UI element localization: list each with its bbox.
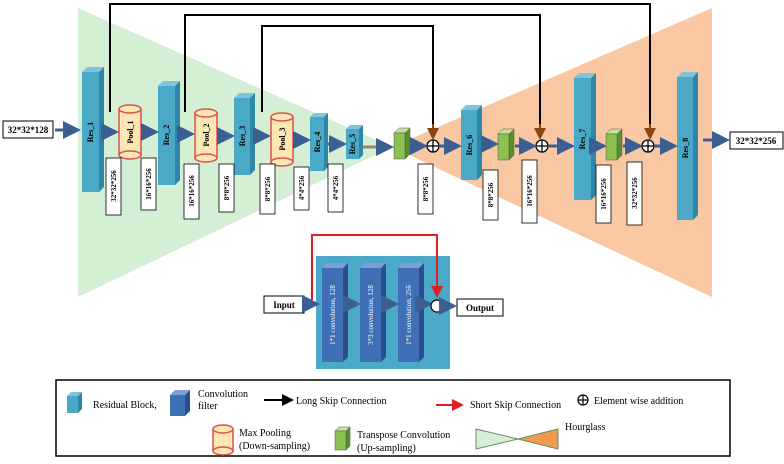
svg-text:Res_4: Res_4 bbox=[313, 132, 322, 152]
legend-conv-icon bbox=[170, 390, 190, 416]
legend-pool-label-1: Max Pooling bbox=[239, 428, 291, 439]
input-shape-label: 32*32*128 bbox=[8, 125, 49, 135]
svg-text:Pool_2: Pool_2 bbox=[202, 123, 211, 146]
res-block-3: Res_3 bbox=[234, 93, 255, 175]
res-block-1: Res_1 bbox=[82, 67, 104, 192]
legend-transpose-label-2: (Up-sampling) bbox=[357, 443, 416, 454]
conv-block-1: 1*1 convolution, 128 bbox=[322, 263, 348, 362]
svg-text:8*8*256: 8*8*256 bbox=[422, 176, 430, 201]
svg-text:8*8*256: 8*8*256 bbox=[223, 175, 231, 200]
svg-text:Res_5: Res_5 bbox=[348, 134, 357, 154]
svg-text:3*3 convolution, 128: 3*3 convolution, 128 bbox=[367, 285, 375, 345]
pool-3: Pool_3 bbox=[270, 112, 294, 167]
legend-addition-icon bbox=[577, 394, 589, 406]
legend-element-wise-label: Element wise addition bbox=[594, 396, 683, 407]
res-block-5: Res_5 bbox=[346, 125, 363, 159]
svg-text:16*16*256: 16*16*256 bbox=[188, 175, 196, 207]
legend-long-skip-label: Long Skip Connection bbox=[296, 396, 387, 407]
legend-residual-label: Residual Block, bbox=[93, 400, 157, 411]
res-block-6: Res_6 bbox=[461, 105, 482, 180]
conv-block-2: 3*3 convolution, 128 bbox=[360, 263, 386, 362]
legend-pool-label-2: (Down-sampling) bbox=[239, 441, 310, 452]
svg-text:1*1 convolution, 128: 1*1 convolution, 128 bbox=[329, 285, 337, 345]
svg-text:Pool_1: Pool_1 bbox=[126, 120, 135, 143]
legend-residual-icon bbox=[67, 392, 82, 413]
svg-text:4*4*256: 4*4*256 bbox=[332, 175, 340, 200]
res-block-7: Res_7 bbox=[574, 73, 596, 200]
legend-conv-label-1: Convolution bbox=[198, 389, 248, 400]
pool-1: Pool_1 bbox=[118, 104, 142, 160]
transpose-conv-1 bbox=[393, 127, 411, 160]
transpose-conv-3 bbox=[605, 128, 623, 161]
svg-text:16*16*256: 16*16*256 bbox=[526, 175, 534, 207]
res-block-8: Res_8 bbox=[677, 72, 698, 220]
svg-text:Res_7: Res_7 bbox=[578, 129, 587, 149]
svg-text:Res_8: Res_8 bbox=[681, 138, 690, 158]
svg-text:Res_1: Res_1 bbox=[86, 122, 95, 142]
output-shape-label: 32*32*256 bbox=[736, 136, 777, 146]
residual-output-label: Output bbox=[466, 303, 494, 313]
legend-hourglass-label: Hourglass bbox=[565, 422, 605, 433]
svg-text:4*4*256: 4*4*256 bbox=[298, 175, 306, 200]
legend-transpose-label-1: Transpose Convolution bbox=[357, 430, 450, 441]
svg-text:32*32*256: 32*32*256 bbox=[110, 170, 118, 202]
legend-pool-icon bbox=[212, 424, 234, 456]
svg-text:Pool_3: Pool_3 bbox=[278, 127, 287, 150]
legend-hourglass-icon bbox=[475, 428, 559, 450]
svg-text:8*8*256: 8*8*256 bbox=[264, 176, 272, 201]
legend-conv-label-2: filter bbox=[198, 401, 218, 412]
residual-detail: Input 1*1 convolution, 128 3*3 convoluti… bbox=[263, 234, 504, 369]
transpose-conv-2 bbox=[497, 128, 515, 161]
res-block-2: Res_2 bbox=[158, 81, 180, 185]
addition-1 bbox=[426, 139, 440, 153]
svg-text:Res_6: Res_6 bbox=[465, 135, 474, 155]
res-block-4: Res_4 bbox=[310, 113, 328, 171]
svg-text:8*8*256: 8*8*256 bbox=[487, 182, 495, 207]
legend-transpose-icon bbox=[334, 426, 351, 451]
svg-text:16*16*256: 16*16*256 bbox=[600, 178, 608, 210]
conv-block-3: 1*1 convolution, 256 bbox=[398, 263, 424, 362]
svg-text:Res_2: Res_2 bbox=[162, 125, 171, 145]
svg-text:1*1 convolution, 256: 1*1 convolution, 256 bbox=[405, 285, 413, 345]
legend-short-skip-label: Short Skip Connection bbox=[470, 400, 561, 411]
pool-2: Pool_2 bbox=[194, 108, 218, 163]
addition-3 bbox=[641, 139, 655, 153]
svg-text:32*32*256: 32*32*256 bbox=[631, 177, 639, 209]
svg-text:Res_3: Res_3 bbox=[238, 126, 247, 146]
residual-input-label: Input bbox=[273, 300, 295, 310]
dim-labels: 32*32*256 16*16*256 16*16*256 8*8*256 8*… bbox=[105, 157, 643, 226]
svg-text:16*16*256: 16*16*256 bbox=[145, 168, 153, 200]
decoder-triangle bbox=[392, 8, 712, 297]
long-skip-connections bbox=[109, 3, 651, 128]
addition-2 bbox=[535, 139, 549, 153]
legend: Residual Block, Convolution filter Long … bbox=[55, 379, 731, 457]
